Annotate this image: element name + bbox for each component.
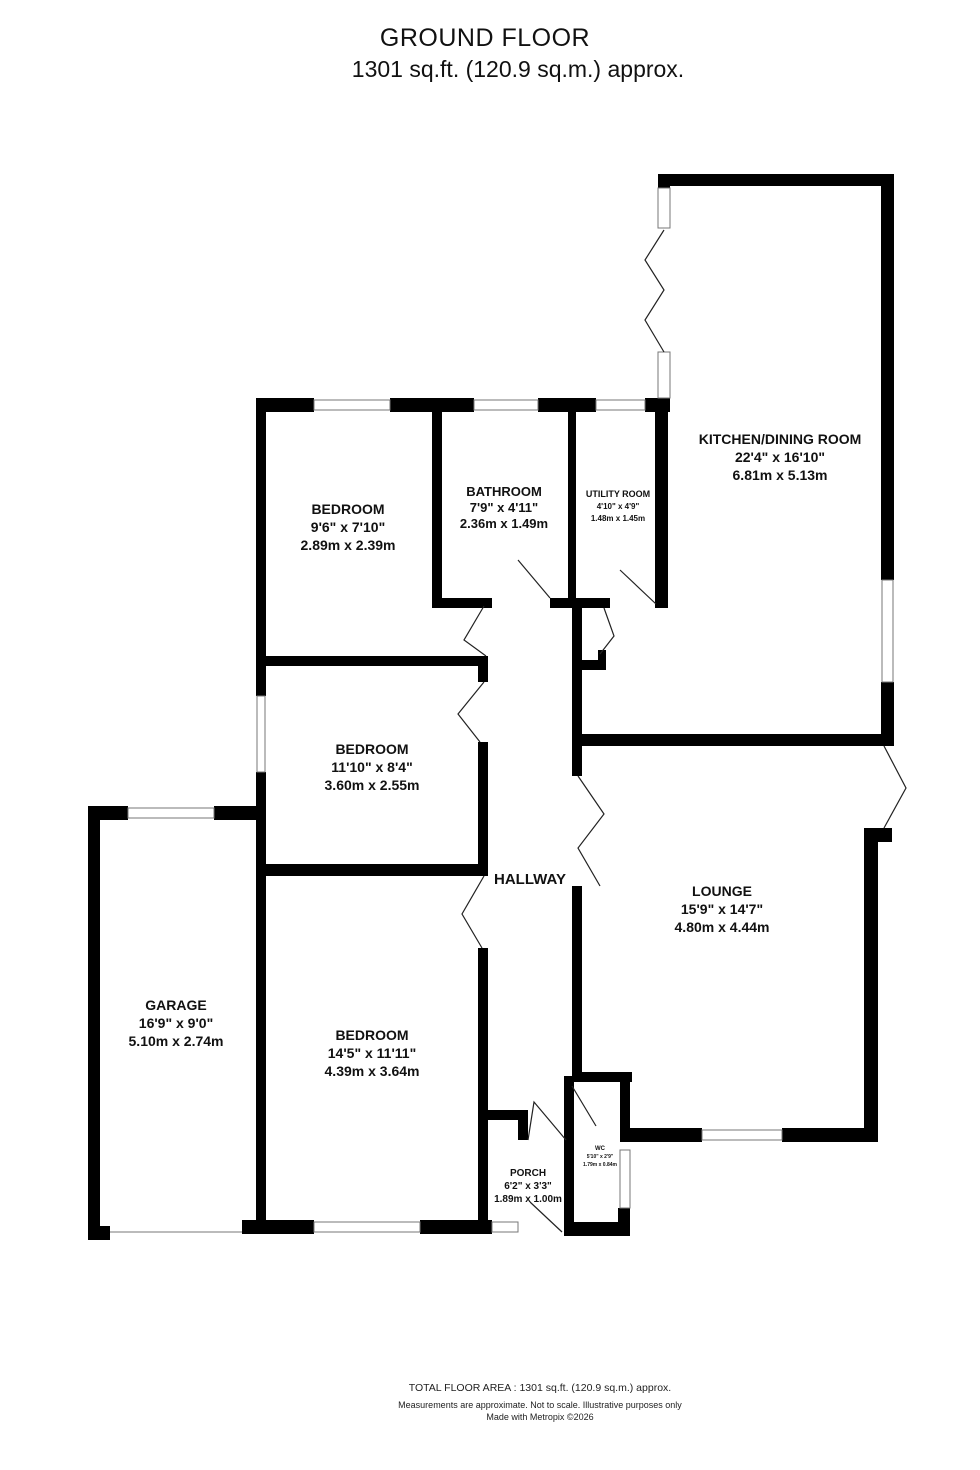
room-bedroom-3: BEDROOM 14'5" x 11'11" 4.39m x 3.64m [325, 1027, 420, 1079]
svg-text:2.89m x 2.39m: 2.89m x 2.39m [301, 537, 396, 553]
svg-text:7'9" x 4'11": 7'9" x 4'11" [470, 500, 538, 515]
room-labels: KITCHEN/DINING ROOM 22'4" x 16'10" 6.81m… [129, 431, 862, 1205]
svg-text:BATHROOM: BATHROOM [466, 484, 542, 499]
room-garage: GARAGE 16'9" x 9'0" 5.10m x 2.74m [129, 997, 224, 1049]
room-kitchen-dining: KITCHEN/DINING ROOM 22'4" x 16'10" 6.81m… [699, 431, 862, 483]
svg-text:16'9" x 9'0": 16'9" x 9'0" [139, 1015, 213, 1031]
room-bedroom-1: BEDROOM 9'6" x 7'10" 2.89m x 2.39m [301, 501, 396, 553]
svg-text:PORCH: PORCH [510, 1168, 546, 1179]
windows [110, 187, 894, 1233]
room-utility: UTILITY ROOM 4'10" x 4'9" 1.48m x 1.45m [586, 489, 650, 523]
svg-text:11'10" x 8'4": 11'10" x 8'4" [331, 759, 412, 775]
doors [457, 229, 907, 1233]
svg-text:1.89m x 1.00m: 1.89m x 1.00m [494, 1194, 562, 1205]
disclaimer: Measurements are approximate. Not to sca… [398, 1400, 682, 1410]
svg-text:GARAGE: GARAGE [145, 997, 206, 1013]
svg-text:BEDROOM: BEDROOM [311, 501, 384, 517]
svg-text:6.81m x 5.13m: 6.81m x 5.13m [733, 467, 828, 483]
svg-text:WC: WC [595, 1146, 606, 1152]
svg-text:4.39m x 3.64m: 4.39m x 3.64m [325, 1063, 420, 1079]
walls [88, 174, 894, 1240]
svg-text:HALLWAY: HALLWAY [494, 871, 566, 888]
floor-title: GROUND FLOOR [379, 24, 591, 52]
credit: Made with Metropix ©2026 [486, 1412, 594, 1422]
room-bedroom-2: BEDROOM 11'10" x 8'4" 3.60m x 2.55m [325, 741, 420, 793]
floor-area: 1301 sq.ft. (120.9 sq.m.) approx. [351, 56, 685, 82]
svg-text:4.80m x 4.44m: 4.80m x 4.44m [675, 919, 770, 935]
svg-text:KITCHEN/DINING ROOM: KITCHEN/DINING ROOM [699, 431, 862, 447]
svg-text:9'6" x 7'10": 9'6" x 7'10" [311, 519, 385, 535]
room-hallway: HALLWAY [494, 871, 566, 888]
svg-text:4'10" x 4'9": 4'10" x 4'9" [597, 502, 640, 511]
room-porch: PORCH 6'2" x 3'3" 1.89m x 1.00m [494, 1168, 562, 1205]
svg-text:5.10m x 2.74m: 5.10m x 2.74m [129, 1033, 224, 1049]
svg-text:5'10" x 2'9": 5'10" x 2'9" [587, 1154, 614, 1160]
svg-text:UTILITY ROOM: UTILITY ROOM [586, 489, 650, 499]
svg-text:15'9" x 14'7": 15'9" x 14'7" [681, 901, 763, 917]
svg-text:14'5" x 11'11": 14'5" x 11'11" [328, 1045, 416, 1061]
svg-text:BEDROOM: BEDROOM [335, 741, 408, 757]
svg-text:2.36m x 1.49m: 2.36m x 1.49m [460, 516, 548, 531]
svg-text:1.48m x 1.45m: 1.48m x 1.45m [591, 514, 645, 523]
svg-text:BEDROOM: BEDROOM [335, 1027, 408, 1043]
room-lounge: LOUNGE 15'9" x 14'7" 4.80m x 4.44m [675, 883, 770, 935]
svg-text:LOUNGE: LOUNGE [692, 883, 752, 899]
svg-text:22'4" x 16'10": 22'4" x 16'10" [735, 449, 825, 465]
svg-text:6'2" x 3'3": 6'2" x 3'3" [504, 1181, 552, 1192]
svg-text:3.60m x 2.55m: 3.60m x 2.55m [325, 777, 420, 793]
svg-text:1.79m x 0.84m: 1.79m x 0.84m [583, 1162, 617, 1168]
total-floor-area: TOTAL FLOOR AREA : 1301 sq.ft. (120.9 sq… [408, 1382, 672, 1394]
room-wc: WC 5'10" x 2'9" 1.79m x 0.84m [583, 1146, 617, 1168]
room-bathroom: BATHROOM 7'9" x 4'11" 2.36m x 1.49m [460, 484, 548, 531]
